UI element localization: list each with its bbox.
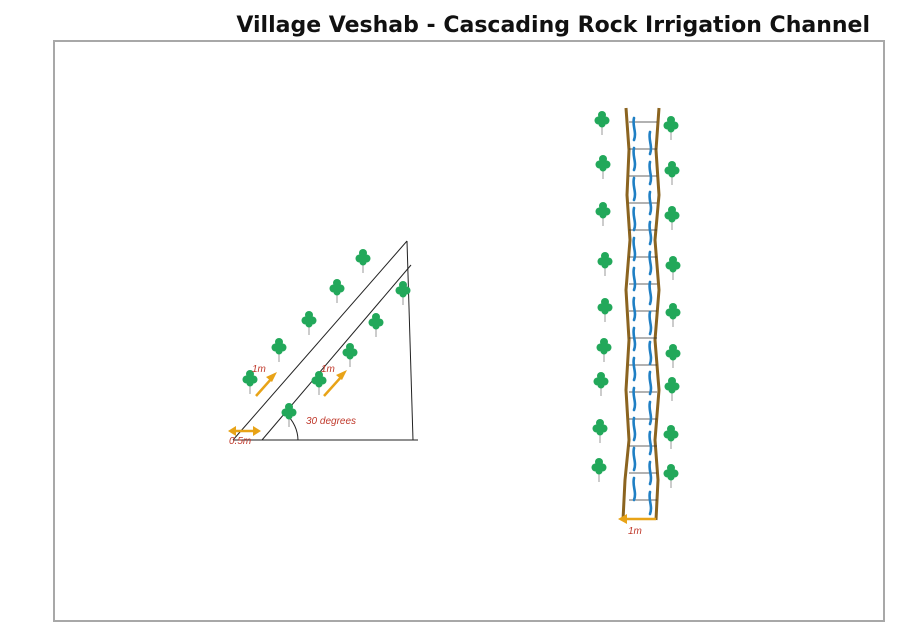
page-title: Village Veshab - Cascading Rock Irrigati… [236, 13, 870, 38]
channel-banks [621, 107, 661, 521]
angle-label: 30 degrees [306, 416, 356, 427]
tree-icon [593, 371, 609, 397]
tree-icon [595, 201, 611, 227]
water-stroke [648, 340, 653, 366]
tree-icon [597, 251, 613, 277]
left-bank [621, 107, 632, 521]
water-stroke [632, 296, 637, 322]
tree-icon [664, 376, 680, 402]
water-stroke [648, 490, 653, 516]
arrow-icon [228, 426, 261, 436]
water-stroke [648, 190, 653, 216]
water-stroke [648, 460, 653, 486]
tree-icon [663, 424, 679, 450]
water-stroke [648, 280, 653, 306]
water-stroke [648, 250, 653, 276]
water-stroke [632, 356, 637, 382]
water-stroke [632, 386, 637, 412]
tree-icon [355, 248, 371, 274]
tree-icon [665, 302, 681, 328]
tree-icon [595, 154, 611, 180]
water-stroke [632, 176, 637, 202]
vertical-drop-line [406, 240, 414, 441]
right-bank [653, 107, 661, 521]
tree-icon [665, 343, 681, 369]
tree-icon [664, 205, 680, 231]
water-stroke [648, 160, 653, 186]
tree-icon [663, 463, 679, 489]
tree-icon [301, 310, 317, 336]
tree-icon [664, 160, 680, 186]
channel-upper-edge [232, 240, 408, 441]
water-stroke [648, 310, 653, 336]
water-stroke [632, 476, 637, 502]
width-label: 0.5m [229, 436, 251, 447]
tree-icon [665, 255, 681, 281]
water-stroke [648, 370, 653, 396]
channel-width-label: 1m [628, 526, 642, 537]
arrow-icon [618, 514, 656, 524]
water-stroke [648, 430, 653, 456]
water-stroke [648, 130, 653, 156]
tree-icon [594, 110, 610, 136]
tree-icon [592, 418, 608, 444]
arrow-icon [255, 372, 277, 397]
channel-lines [232, 240, 418, 441]
tree-icon [329, 278, 345, 304]
water-stroke [632, 236, 637, 262]
water-stroke [648, 220, 653, 246]
water-stroke [632, 326, 637, 352]
tree-icon [281, 402, 297, 428]
inclined-channel-diagram: 1m 1m 30 degrees 0.5m [228, 240, 418, 447]
water-stroke [632, 446, 637, 472]
spacing-label-2: 1m [321, 364, 335, 375]
tree-icon [663, 115, 679, 141]
water-stroke [632, 206, 637, 232]
water-stroke [632, 266, 637, 292]
water-flow [632, 116, 653, 516]
water-stroke [632, 146, 637, 172]
tree-icon [342, 342, 358, 368]
spacing-label-1: 1m [252, 364, 266, 375]
left-arrows [228, 370, 347, 436]
drawing-frame [53, 40, 885, 622]
tree-icon [596, 337, 612, 363]
tree-icon [591, 457, 607, 483]
tree-icon [271, 337, 287, 363]
tree-icon [368, 312, 384, 338]
water-stroke [632, 116, 637, 142]
tree-icon [597, 297, 613, 323]
cascading-channel-topview: 1m [591, 107, 681, 537]
arrow-icon [323, 370, 347, 397]
water-stroke [648, 400, 653, 426]
water-stroke [632, 416, 637, 442]
